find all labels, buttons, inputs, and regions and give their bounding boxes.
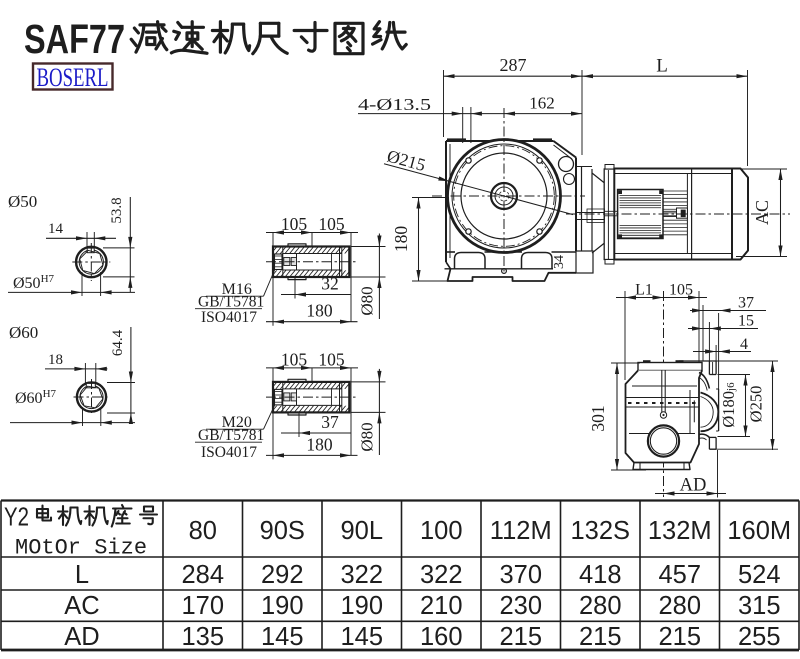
svg-text:105: 105	[281, 349, 308, 369]
svg-text:322: 322	[340, 561, 383, 589]
svg-text:90S: 90S	[260, 517, 305, 545]
svg-text:135: 135	[181, 623, 224, 651]
svg-text:AD: AD	[680, 476, 707, 496]
svg-text:284: 284	[181, 561, 224, 589]
svg-text:180: 180	[391, 226, 411, 253]
svg-text:15: 15	[738, 313, 754, 330]
svg-text:4: 4	[740, 336, 748, 353]
svg-text:100: 100	[420, 517, 463, 545]
svg-text:ISO4017: ISO4017	[201, 444, 257, 461]
svg-text:53.8: 53.8	[109, 197, 125, 223]
svg-text:Ø180j6: Ø180j6	[719, 382, 738, 428]
svg-text:105: 105	[318, 349, 345, 369]
svg-text:37: 37	[738, 295, 754, 312]
svg-text:301: 301	[588, 405, 608, 431]
svg-text:160: 160	[420, 623, 463, 651]
svg-text:SAF77: SAF77	[24, 16, 125, 62]
svg-text:14: 14	[48, 221, 64, 237]
svg-text:AC: AC	[64, 592, 99, 620]
svg-text:132M: 132M	[648, 517, 712, 545]
svg-text:105: 105	[669, 282, 693, 299]
svg-text:AD: AD	[64, 623, 99, 651]
svg-text:64.4: 64.4	[110, 329, 126, 356]
svg-text:162: 162	[529, 94, 555, 113]
svg-text:105: 105	[318, 214, 345, 234]
svg-text:18: 18	[48, 352, 63, 368]
svg-text:457: 457	[658, 561, 701, 589]
svg-text:Ø80: Ø80	[358, 286, 377, 315]
svg-text:37: 37	[321, 412, 339, 432]
svg-text:215: 215	[658, 623, 701, 651]
svg-text:4-Ø13.5: 4-Ø13.5	[358, 95, 431, 114]
svg-text:322: 322	[420, 561, 463, 589]
svg-text:280: 280	[579, 592, 622, 620]
svg-text:Ø80: Ø80	[358, 422, 377, 451]
svg-text:L: L	[75, 561, 89, 589]
svg-text:Ø250: Ø250	[747, 386, 766, 423]
svg-text:160M: 160M	[727, 517, 791, 545]
svg-text:GB/T5781: GB/T5781	[198, 427, 264, 444]
svg-text:280: 280	[658, 592, 701, 620]
svg-text:Y2: Y2	[4, 502, 29, 532]
svg-text:34: 34	[552, 255, 567, 269]
svg-text:ISO4017: ISO4017	[201, 309, 257, 326]
svg-text:180: 180	[306, 434, 333, 454]
svg-text:315: 315	[738, 592, 781, 620]
svg-text:145: 145	[340, 623, 383, 651]
svg-text:190: 190	[261, 592, 304, 620]
svg-text:418: 418	[579, 561, 622, 589]
svg-text:215: 215	[579, 623, 622, 651]
svg-text:32: 32	[321, 274, 339, 294]
svg-text:M16: M16	[222, 281, 252, 298]
svg-text:MOtOr Size: MOtOr Size	[15, 536, 147, 561]
svg-text:BOSERL: BOSERL	[37, 63, 109, 92]
svg-text:190: 190	[340, 592, 383, 620]
svg-text:255: 255	[738, 623, 781, 651]
svg-text:80: 80	[189, 517, 217, 545]
svg-text:Ø50: Ø50	[8, 192, 37, 211]
svg-text:112M: 112M	[490, 517, 552, 545]
svg-text:170: 170	[181, 592, 224, 620]
svg-text:230: 230	[499, 592, 542, 620]
svg-text:90L: 90L	[340, 517, 383, 545]
svg-text:145: 145	[261, 623, 304, 651]
svg-text:524: 524	[738, 561, 781, 589]
svg-text:215: 215	[499, 623, 542, 651]
svg-text:M20: M20	[222, 414, 252, 431]
svg-text:210: 210	[420, 592, 463, 620]
svg-text:132S: 132S	[570, 517, 630, 545]
svg-text:L: L	[656, 56, 668, 77]
svg-text:Ø60: Ø60	[9, 323, 38, 342]
svg-text:370: 370	[499, 561, 542, 589]
svg-text:287: 287	[500, 55, 527, 75]
svg-text:292: 292	[261, 561, 304, 589]
svg-text:180: 180	[306, 301, 333, 321]
svg-text:105: 105	[281, 214, 308, 234]
svg-text:GB/T5781: GB/T5781	[198, 294, 264, 311]
svg-text:L1: L1	[635, 282, 653, 299]
svg-text:AC: AC	[752, 200, 772, 225]
